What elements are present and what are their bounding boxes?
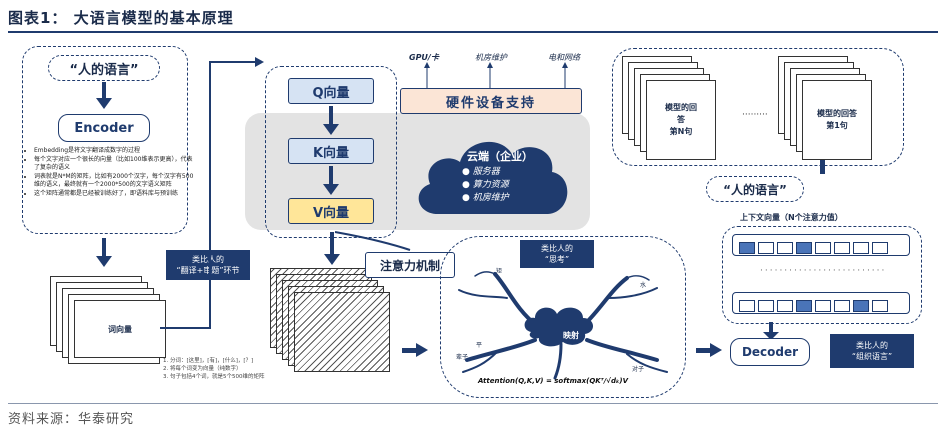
cloud-items: ● 服务器 ● 算力资源 ● 机房维护 bbox=[462, 166, 509, 205]
ellipsis: ········· bbox=[742, 110, 768, 120]
context-vector-label: 上下文向量（N个注意力值） bbox=[740, 213, 843, 222]
header-rule bbox=[8, 31, 938, 33]
vector-cell bbox=[815, 242, 831, 254]
cloud-item-text: 服务器 bbox=[472, 167, 500, 177]
qkv-panel bbox=[265, 66, 397, 238]
encoder-notes: Embedding是将文字翻译成数字的过程 每个文字对应一个很长的向量（比如10… bbox=[24, 147, 194, 199]
answer-text: 模型的回答 bbox=[817, 109, 857, 118]
attention-formula: Attention(Q,K,V) = softmax(QKᵀ/√dₖ)V bbox=[478, 377, 628, 385]
answer-text: 第1句 bbox=[826, 121, 848, 130]
footnote-item: 分词：[这里]，[有]，[什么]，[？] bbox=[170, 357, 290, 365]
cloud-item: ● 机房维护 bbox=[462, 193, 509, 203]
answer-text: 模型的回 bbox=[665, 103, 697, 112]
cloud-item-text: 算力资源 bbox=[472, 180, 509, 190]
tokenization-footnotes: 分词：[这里]，[有]，[什么]，[？] 将每个词变为向量（纯数字） 句子包括4… bbox=[160, 357, 290, 381]
cloud-item: ● 算力资源 bbox=[462, 180, 509, 190]
word-vector-label: 词向量 bbox=[108, 324, 132, 334]
callout-line: “组织语言” bbox=[851, 352, 893, 361]
vector-cell bbox=[872, 242, 888, 254]
decoder-box: Decoder bbox=[730, 338, 810, 366]
cloud-item-text: 机房维护 bbox=[472, 193, 509, 203]
k-vector-box: K向量 bbox=[288, 138, 374, 164]
answer-text: 答 bbox=[677, 115, 685, 124]
cloud-icon bbox=[418, 141, 568, 214]
vector-cell bbox=[739, 242, 755, 254]
vector-cell bbox=[834, 300, 850, 312]
context-vector-row bbox=[732, 234, 910, 256]
answer-page-first: 模型的回答 第1句 bbox=[802, 80, 872, 160]
vector-cell bbox=[796, 242, 812, 254]
cloud-title: 云端（企业） bbox=[467, 150, 533, 163]
note-item: Embedding是将文字翻译成数字的过程 bbox=[34, 147, 194, 155]
note-item: 每个文字对应一个很长的向量（比如100维表示更高），代表了复杂的语义 bbox=[34, 156, 194, 172]
hatched-page bbox=[294, 292, 390, 372]
vector-ellipsis: ·························· bbox=[760, 266, 887, 276]
arrow-down-icon bbox=[323, 106, 339, 135]
vector-cell bbox=[739, 300, 755, 312]
figure-title: 图表1： 大语言模型的基本原理 bbox=[8, 9, 234, 27]
mindmap-center-label: 映射 bbox=[563, 331, 579, 340]
human-language-input: “人的语言” bbox=[48, 55, 160, 81]
source-note: 资料来源：华泰研究 bbox=[8, 412, 135, 427]
callout-line: 类比人的 bbox=[192, 255, 224, 264]
translate-callout: 类比人的 “翻译+审题”环节 bbox=[166, 250, 250, 280]
vector-cell bbox=[853, 242, 869, 254]
branch-label: 水 bbox=[640, 282, 647, 289]
hw-label-gpu: GPU/卡 bbox=[409, 53, 439, 62]
word-vector-page: 词向量 bbox=[74, 300, 166, 358]
context-vector-panel bbox=[722, 226, 922, 324]
human-language-output: “人的语言” bbox=[706, 176, 804, 202]
vector-cell bbox=[777, 300, 793, 312]
mindmap-branches bbox=[458, 271, 668, 380]
arrow-down-icon bbox=[323, 166, 339, 195]
branch-label: 矩 bbox=[496, 268, 503, 275]
context-vector-row bbox=[732, 292, 910, 314]
hw-label-maintenance: 机房维护 bbox=[475, 53, 507, 62]
hardware-support-box: 硬件设备支持 bbox=[400, 88, 582, 114]
v-vector-box: V向量 bbox=[288, 198, 374, 224]
vector-cell bbox=[777, 242, 793, 254]
callout-line: “思考” bbox=[544, 255, 570, 264]
vector-cell bbox=[815, 300, 831, 312]
callout-line: 类比人的 bbox=[541, 244, 573, 253]
thinking-callout: 类比人的 “思考” bbox=[520, 240, 594, 268]
vector-cell bbox=[853, 300, 869, 312]
note-item: 词表就是N*M的矩阵，比如有2000个汉字，每个汉字有500维的语义，最终就有一… bbox=[34, 173, 194, 189]
answer-text: 第N句 bbox=[669, 127, 693, 136]
footer-rule bbox=[8, 403, 938, 404]
organize-callout: 类比人的 “组织语言” bbox=[830, 334, 914, 368]
branch-label: 对子 bbox=[632, 366, 645, 373]
arrow-down-icon bbox=[96, 82, 112, 109]
answer-page-last: 模型的回 答 第N句 bbox=[646, 80, 716, 160]
footnote-item: 将每个词变为向量（纯数字） bbox=[170, 365, 290, 373]
hw-label-network: 电和网络 bbox=[548, 53, 580, 62]
encoder-box: Encoder bbox=[58, 114, 150, 142]
vector-cell bbox=[796, 300, 812, 312]
callout-line: 类比人的 bbox=[856, 341, 888, 350]
cloud-item: ● 服务器 bbox=[462, 167, 500, 177]
branch-label: 平 bbox=[476, 342, 483, 349]
arrow-down-icon bbox=[96, 238, 112, 267]
vector-cell bbox=[758, 242, 774, 254]
answer-panel bbox=[612, 48, 904, 166]
callout-line: “翻译+审题”环节 bbox=[176, 266, 240, 275]
note-item: 这个矩阵通常都是已经被训练好了，即语料库与预训练 bbox=[34, 190, 194, 198]
vector-cell bbox=[872, 300, 888, 312]
branch-label: 辈子 bbox=[456, 354, 469, 361]
mindmap-panel bbox=[440, 236, 686, 398]
vector-cell bbox=[758, 300, 774, 312]
q-vector-box: Q向量 bbox=[288, 78, 374, 104]
vector-cell bbox=[834, 242, 850, 254]
footnote-item: 句子包括4个词，就是5个500维的矩阵 bbox=[170, 373, 290, 381]
